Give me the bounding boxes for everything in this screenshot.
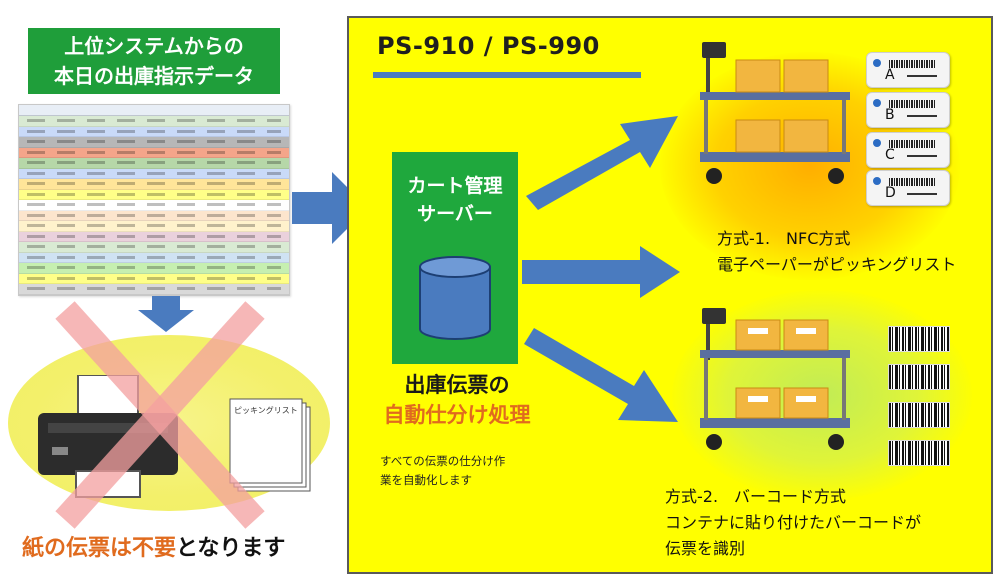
spreadsheet-row (19, 231, 289, 242)
spreadsheet-row (19, 200, 289, 211)
epaper-tag-c: C (866, 132, 950, 168)
source-data-title: 上位システムからの 本日の出庫指示データ (28, 28, 280, 94)
spreadsheet-thumbnail (18, 104, 290, 296)
method2-line2: コンテナに貼り付けたバーコードが (665, 513, 922, 532)
auto-sort-description-line1: すべての伝票の仕分け作 (380, 454, 506, 468)
barcode-cart-icon (700, 308, 850, 450)
cart-server-label: カート管理 サーバー (392, 172, 518, 228)
no-paper-caption: 紙の伝票は不要となります (22, 530, 285, 562)
barcode-label-2 (888, 364, 950, 390)
spreadsheet-row (19, 189, 289, 200)
epaper-tag-d: D (866, 170, 950, 206)
epaper-tag-b-letter: B (885, 107, 895, 123)
database-icon (419, 256, 491, 340)
spreadsheet-row (19, 252, 289, 263)
no-paper-caption-rest: となります (176, 536, 286, 561)
spreadsheet-row (19, 168, 289, 179)
method1-line1: 方式-1. NFC方式 (717, 229, 851, 248)
nfc-cart-icon (700, 42, 850, 184)
source-data-title-line1: 上位システムからの (64, 34, 244, 58)
spreadsheet-row (19, 158, 289, 169)
barcode-label-4 (888, 440, 950, 466)
method2-line1: 方式-2. バーコード方式 (665, 487, 847, 506)
method2-description: 方式-2. バーコード方式 コンテナに貼り付けたバーコードが 伝票を識別 (665, 484, 921, 562)
epaper-tag-a-letter: A (885, 67, 895, 83)
spreadsheet-header (19, 105, 289, 116)
spreadsheet-row (19, 263, 289, 274)
product-title: PS-910 / PS-990 (377, 32, 600, 60)
spreadsheet-row (19, 116, 289, 127)
method2-line3: 伝票を識別 (665, 539, 746, 558)
auto-sort-description-line2: 業を自動化します (380, 473, 472, 487)
spreadsheet-row (19, 126, 289, 137)
epaper-tag-a: A (866, 52, 950, 88)
epaper-tag-d-letter: D (885, 185, 896, 201)
paper-picking-list-label: ピッキングリスト (234, 406, 298, 415)
auto-sort-description: すべての伝票の仕分け作 業を自動化します (380, 452, 550, 490)
paper-picking-list-icon (229, 398, 311, 492)
spreadsheet-row (19, 179, 289, 190)
barcode-label-1 (888, 326, 950, 352)
spreadsheet-row (19, 137, 289, 148)
arrow-to-barcode-cart-icon (524, 328, 678, 422)
product-title-underline (373, 72, 641, 78)
arrow-to-nfc-cart-icon (526, 116, 678, 210)
spreadsheet-row (19, 210, 289, 221)
spreadsheet-row (19, 273, 289, 284)
down-arrow-icon (138, 296, 194, 332)
spreadsheet-row (19, 242, 289, 253)
spreadsheet-row (19, 221, 289, 232)
auto-sort-title-line2: 自動仕分け処理 (383, 403, 531, 427)
no-paper-caption-highlight: 紙の伝票は不要 (22, 536, 177, 561)
cross-out-icon (55, 301, 265, 529)
method1-description: 方式-1. NFC方式 電子ペーパーがピッキングリスト (717, 226, 956, 278)
auto-sort-title-line1: 出庫伝票の (404, 373, 510, 397)
arrow-to-method1-icon (522, 246, 680, 298)
spreadsheet-row (19, 147, 289, 158)
epaper-tag-b: B (866, 92, 950, 128)
source-data-title-line2: 本日の出庫指示データ (54, 64, 254, 88)
spreadsheet-row (19, 284, 289, 295)
cart-server-label-line1: カート管理 (407, 175, 503, 197)
auto-sort-title: 出庫伝票の 自動仕分け処理 (372, 370, 542, 430)
method1-line2: 電子ペーパーがピッキングリスト (717, 255, 957, 274)
barcode-label-3 (888, 402, 950, 428)
epaper-tag-c-letter: C (885, 147, 895, 163)
cart-server-label-line2: サーバー (417, 203, 493, 225)
